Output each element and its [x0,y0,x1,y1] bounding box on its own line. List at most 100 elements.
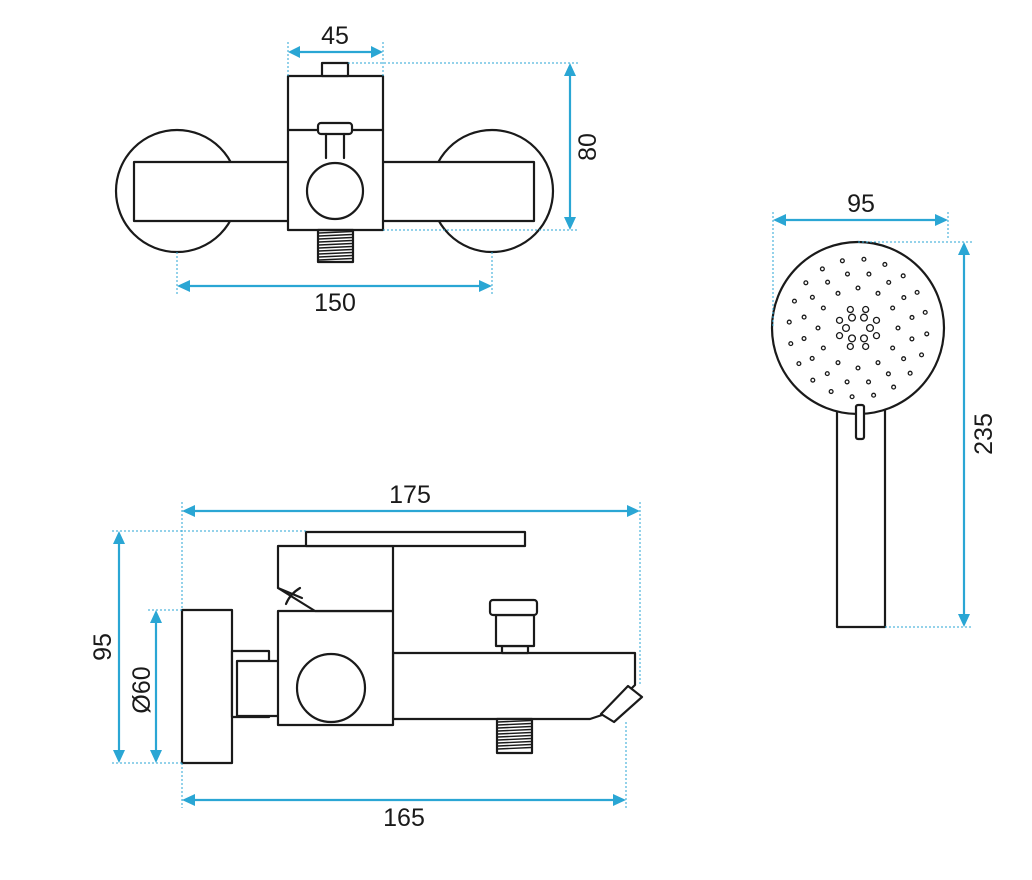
nozzle [847,313,857,322]
arrow-45-right [371,46,383,58]
thread-line [497,734,532,738]
nozzle [819,266,825,272]
dim-label-95-head: 95 [847,190,875,218]
nozzle [791,298,797,304]
nozzle [862,305,870,314]
arrow-95-right [935,214,948,226]
nozzle [919,352,925,358]
dim-label-175: 175 [389,481,431,509]
nozzle [862,342,870,351]
thread-line [497,725,532,729]
thread-line [318,239,353,243]
nozzle [835,316,844,324]
nozzle [824,371,830,377]
diverter-knob-top [305,161,365,221]
shower-button [854,403,866,441]
lever-hinge [284,586,302,606]
nozzle [835,360,841,366]
nozzle [810,377,816,383]
diverter-knob-side [488,598,539,617]
thread-line [497,728,532,732]
shower-head-view [770,240,946,629]
arrow-95-top [113,531,125,544]
thread-line [318,233,353,237]
top-cap [320,61,350,78]
arrow-60-bottom [150,750,162,763]
arrow-80-bottom [564,217,576,230]
arrow-235-top [958,242,970,255]
thread-line [497,737,532,741]
dim-label-165: 165 [383,804,425,832]
nozzle [820,345,826,351]
thread-line [318,236,353,240]
diverter-stem [494,613,536,648]
wall-flange-side [180,608,234,765]
arrow-95-bottom [113,750,125,763]
nozzle [924,331,930,337]
nozzle [875,290,881,296]
nozzle [859,313,869,322]
arrow-95-left [773,214,786,226]
nozzle [882,261,888,267]
shower-head-face [770,240,946,416]
thread-line [497,740,532,744]
nozzle [900,273,906,279]
dim-label-60: Ø60 [128,666,156,713]
front-view [180,530,644,765]
nozzle [839,258,845,264]
nozzle [801,335,807,342]
nozzle [828,389,834,395]
nozzle [841,323,851,333]
thread-line [497,731,532,735]
nozzle [803,280,809,286]
lever-stem [316,121,354,136]
nozzle [844,379,850,385]
thread-line [318,245,353,249]
nozzle [796,361,802,367]
lever-block [276,544,395,613]
thread-line [497,746,532,750]
lever-handle [304,530,527,548]
nozzle [846,305,854,314]
dim-label-235: 235 [970,413,998,455]
thread-line [497,719,532,723]
nozzle [872,316,881,324]
nozzle [901,295,907,301]
nozzle [865,379,872,385]
nozzle [890,345,896,351]
arrow-165-right [613,794,626,806]
nozzle [866,271,872,277]
nozzle [855,365,861,371]
thread-line [497,743,532,747]
nozzle [907,370,913,376]
nozzle [872,332,881,340]
nozzle [890,305,896,311]
thread-line [318,230,353,234]
nozzle [909,314,915,321]
dim-label-80: 80 [574,133,602,161]
cartridge-cap-side [295,652,367,724]
right-arm [376,160,536,223]
left-arm [132,160,292,223]
dim-label-95-front: 95 [89,633,117,661]
nozzle [809,355,815,361]
nozzle [809,294,815,300]
nozzle [895,325,901,331]
nozzle [847,334,857,343]
arrow-150-right [479,280,492,292]
outlet-thread-top [316,228,355,264]
nozzle [835,290,841,296]
dim-label-45: 45 [321,22,349,50]
arrow-80-top [564,63,576,76]
nozzle [815,325,821,331]
nozzle [855,285,861,291]
nozzle [844,271,851,277]
thread-line [318,254,353,258]
nozzle [846,342,854,351]
thread-line [318,257,353,261]
shower-handle [835,403,887,629]
thread-line [318,248,353,252]
arrow-235-bottom [958,614,970,627]
arrow-165-left [182,794,195,806]
